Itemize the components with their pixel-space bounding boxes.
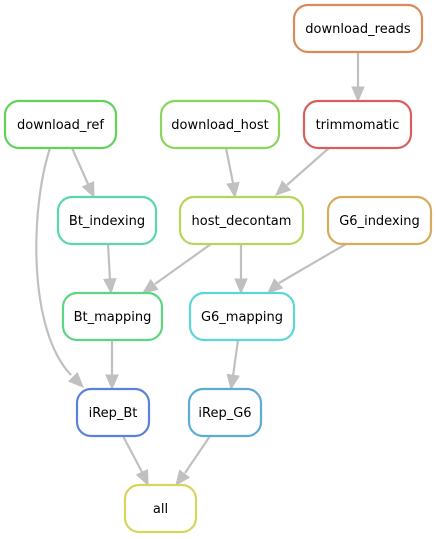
node-label-trimmomatic: trimmomatic: [316, 118, 400, 133]
edge-bt-mapping-to-irep-bt: [105, 340, 119, 391]
arrowhead-icon: [234, 278, 248, 295]
node-box-download-ref: [3, 99, 118, 150]
arrowhead-icon: [68, 372, 84, 388]
node-box-host-decontam: [178, 195, 305, 246]
edge-host-decontam-to-bt-mapping: [141, 243, 212, 294]
arrowhead-icon: [275, 180, 292, 196]
node-box-bt-indexing: [56, 195, 158, 246]
node-irep-bt[interactable]: iRep_Bt: [75, 387, 151, 438]
edges-layer: [35, 52, 365, 487]
arrowhead-icon: [103, 278, 117, 295]
node-label-bt-indexing: Bt_indexing: [69, 214, 145, 229]
edge-trimmomatic-to-host-decontam: [275, 147, 330, 196]
node-all[interactable]: all: [123, 483, 198, 534]
node-download-reads[interactable]: download_reads: [292, 3, 424, 54]
arrowhead-icon: [226, 373, 240, 391]
edge-download-reads-to-trimmomatic: [351, 52, 365, 103]
nodes-layer: download_reads download_ref download_hos…: [3, 3, 433, 534]
arrowhead-icon: [267, 278, 284, 294]
node-box-trimmomatic: [302, 99, 413, 150]
edge-line: [286, 147, 330, 186]
node-label-g6-mapping: G6_mapping: [201, 310, 283, 325]
arrowhead-icon: [81, 181, 95, 199]
edge-bt-indexing-to-bt-mapping: [103, 243, 117, 295]
edge-download-ref-to-irep-bt: [35, 147, 84, 388]
edge-line: [106, 243, 112, 281]
arrowhead-icon: [135, 469, 149, 487]
node-box-bt-mapping: [61, 291, 164, 342]
node-download-host[interactable]: download_host: [159, 99, 281, 150]
arrowhead-icon: [351, 86, 365, 103]
edge-line: [278, 243, 347, 284]
edge-line: [35, 147, 72, 376]
arrowhead-icon: [226, 181, 240, 199]
node-box-download-host: [159, 99, 281, 150]
node-trimmomatic[interactable]: trimmomatic: [302, 99, 413, 150]
arrowhead-icon: [105, 374, 119, 391]
edge-line: [122, 435, 143, 473]
node-irep-g6[interactable]: iRep_G6: [187, 387, 263, 438]
edge-irep-bt-to-all: [122, 435, 149, 487]
node-label-irep-bt: iRep_Bt: [89, 406, 138, 421]
node-label-g6-indexing: G6_indexing: [339, 214, 420, 229]
node-bt-mapping[interactable]: Bt_mapping: [61, 291, 164, 342]
arrowhead-icon: [141, 278, 159, 294]
node-box-all: [123, 483, 198, 534]
node-box-download-reads: [292, 3, 424, 54]
node-download-ref[interactable]: download_ref: [3, 99, 118, 150]
edge-line: [184, 435, 211, 474]
node-host-decontam[interactable]: host_decontam: [178, 195, 305, 246]
node-g6-indexing[interactable]: G6_indexing: [326, 195, 433, 246]
node-g6-mapping[interactable]: G6_mapping: [188, 291, 296, 342]
node-bt-indexing[interactable]: Bt_indexing: [56, 195, 158, 246]
node-box-irep-g6: [187, 387, 263, 438]
edge-download-ref-to-bt-indexing: [70, 147, 95, 199]
edge-line: [154, 243, 212, 285]
arrowhead-icon: [175, 469, 191, 487]
node-box-g6-mapping: [188, 291, 296, 342]
edge-line: [231, 339, 240, 377]
edge-download-host-to-host-decontam: [224, 147, 240, 199]
node-label-irep-g6: iRep_G6: [198, 406, 251, 421]
edge-line: [70, 147, 90, 185]
node-label-all: all: [153, 502, 168, 517]
node-label-download-reads: download_reads: [305, 22, 411, 37]
node-box-irep-bt: [75, 387, 151, 438]
edge-irep-g6-to-all: [175, 435, 211, 487]
node-label-download-host: download_host: [171, 118, 268, 133]
node-box-g6-indexing: [326, 195, 433, 246]
node-label-bt-mapping: Bt_mapping: [74, 310, 152, 325]
edge-host-decontam-to-g6-mapping: [234, 244, 248, 295]
node-label-download-ref: download_ref: [17, 118, 104, 133]
edge-g6-mapping-to-irep-g6: [226, 339, 240, 391]
edge-line: [224, 147, 235, 184]
node-label-host-decontam: host_decontam: [192, 214, 292, 229]
edge-g6-indexing-to-g6-mapping: [267, 243, 347, 294]
